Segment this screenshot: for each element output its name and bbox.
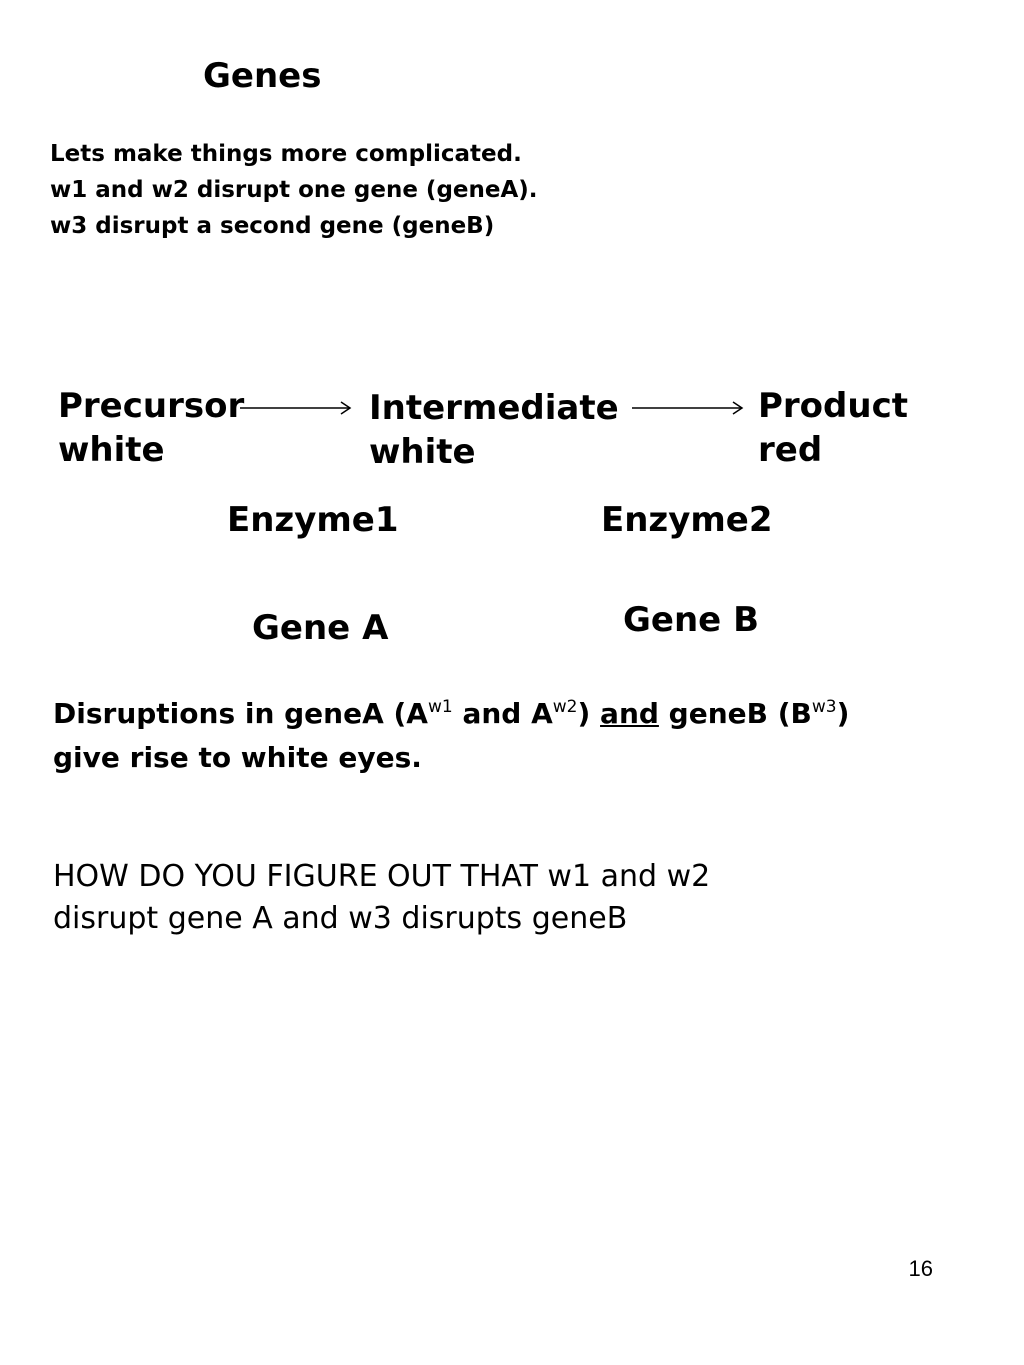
intermediate-color: white [369, 432, 476, 472]
disruptions-text-4: geneB (B [658, 697, 812, 730]
gene-b-label: Gene B [623, 600, 759, 640]
allele-w1-superscript: w1 [427, 697, 453, 717]
question-line-2: disrupt gene A and w3 disrupts geneB [53, 901, 628, 936]
product-node: Product red [758, 384, 908, 472]
intermediate-name: Intermediate [369, 388, 619, 428]
disruptions-text-5: ) [836, 697, 850, 730]
question-line-1: HOW DO YOU FIGURE OUT THAT w1 and w2 [53, 859, 711, 894]
precursor-node: Precursor white [58, 384, 244, 472]
gene-a-label: Gene A [252, 608, 389, 648]
intro-text: Lets make things more complicated. w1 an… [50, 136, 538, 244]
disruptions-text-2: and A [452, 697, 553, 730]
underlined-and: and [600, 697, 659, 730]
arrow-right-icon [632, 401, 744, 415]
disruptions-line-2: give rise to white eyes. [53, 741, 422, 774]
page-title: Genes [203, 56, 322, 96]
intro-line-3: w3 disrupt a second gene (geneB) [50, 213, 495, 239]
intro-line-1: Lets make things more complicated. [50, 141, 522, 167]
enzyme2-label: Enzyme2 [601, 500, 773, 540]
allele-w3-superscript: w3 [811, 697, 837, 717]
product-name: Product [758, 386, 908, 426]
page-number: 16 [908, 1256, 933, 1281]
product-color: red [758, 430, 823, 470]
allele-w2-superscript: w2 [552, 697, 578, 717]
disruptions-line-1: Disruptions in geneA (Aw1 and Aw2) and g… [53, 694, 849, 738]
precursor-name: Precursor [58, 386, 245, 426]
intro-line-2: w1 and w2 disrupt one gene (geneA). [50, 177, 538, 203]
arrow-right-icon [240, 401, 352, 415]
enzyme1-label: Enzyme1 [227, 500, 399, 540]
precursor-color: white [58, 430, 165, 470]
disruptions-text-1: Disruptions in geneA (A [53, 697, 428, 730]
question-paragraph: HOW DO YOU FIGURE OUT THAT w1 and w2 dis… [53, 856, 710, 940]
intermediate-node: Intermediate white [369, 386, 619, 474]
disruptions-text-3: ) [577, 697, 601, 730]
disruptions-paragraph: Disruptions in geneA (Aw1 and Aw2) and g… [53, 694, 849, 778]
